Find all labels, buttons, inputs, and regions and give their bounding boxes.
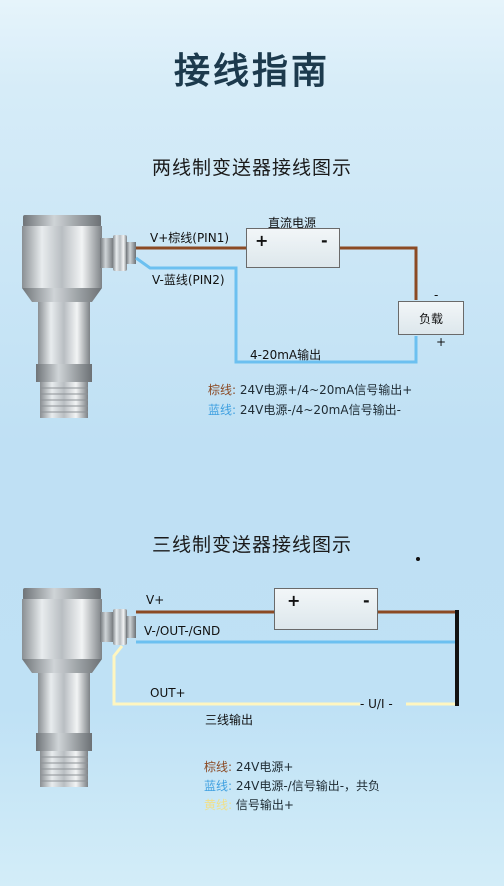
two-wire-heading: 两线制变送器接线图示	[151, 157, 352, 179]
load-minus: -	[434, 288, 439, 302]
output-4-20ma-label: 4-20mA输出	[250, 348, 322, 362]
load-box: 负载	[398, 301, 464, 335]
three-wire-output-label: 三线输出	[205, 713, 254, 727]
wire-label-vplus: V+	[146, 593, 165, 607]
dc-power-box: + -	[246, 228, 340, 268]
three-wire-wires	[112, 610, 459, 706]
pressure-transmitter-image-2	[22, 588, 136, 787]
two-wire-legend-brown: 棕线: 24V电源+/4~20mA信号输出+	[208, 383, 413, 397]
three-wire-minus: -	[363, 591, 370, 610]
three-wire-legend-blue: 蓝线: 24V电源-/信号输出-，共负	[204, 779, 381, 793]
page-title: 接线指南	[173, 51, 330, 92]
three-wire-heading: 三线制变送器接线图示	[151, 534, 352, 556]
wire-label-blue: V-蓝线(PIN2)	[152, 273, 225, 287]
wire-label-brown: V+棕线(PIN1)	[150, 231, 230, 245]
dc-power-label: 直流电源	[268, 216, 317, 230]
two-wire-wires	[135, 246, 418, 364]
load-label: 负载	[418, 312, 443, 326]
wire-label-out: OUT+	[150, 686, 186, 700]
dc-plus: +	[255, 231, 269, 250]
dc-minus: -	[321, 231, 328, 250]
load-plus: +	[436, 335, 447, 349]
pressure-transmitter-image-1	[22, 215, 136, 418]
dot-mark	[416, 557, 420, 561]
three-wire-power-box: + -	[274, 588, 378, 630]
two-wire-legend-blue: 蓝线: 24V电源-/4~20mA信号输出-	[208, 403, 401, 417]
three-wire-plus: +	[287, 591, 301, 610]
wire-label-vminus: V-/OUT-/GND	[144, 624, 221, 638]
three-wire-legend-brown: 棕线: 24V电源+	[204, 760, 294, 774]
ui-label: - U/I -	[360, 697, 393, 711]
three-wire-legend-yellow: 黄线: 信号输出+	[204, 798, 294, 812]
